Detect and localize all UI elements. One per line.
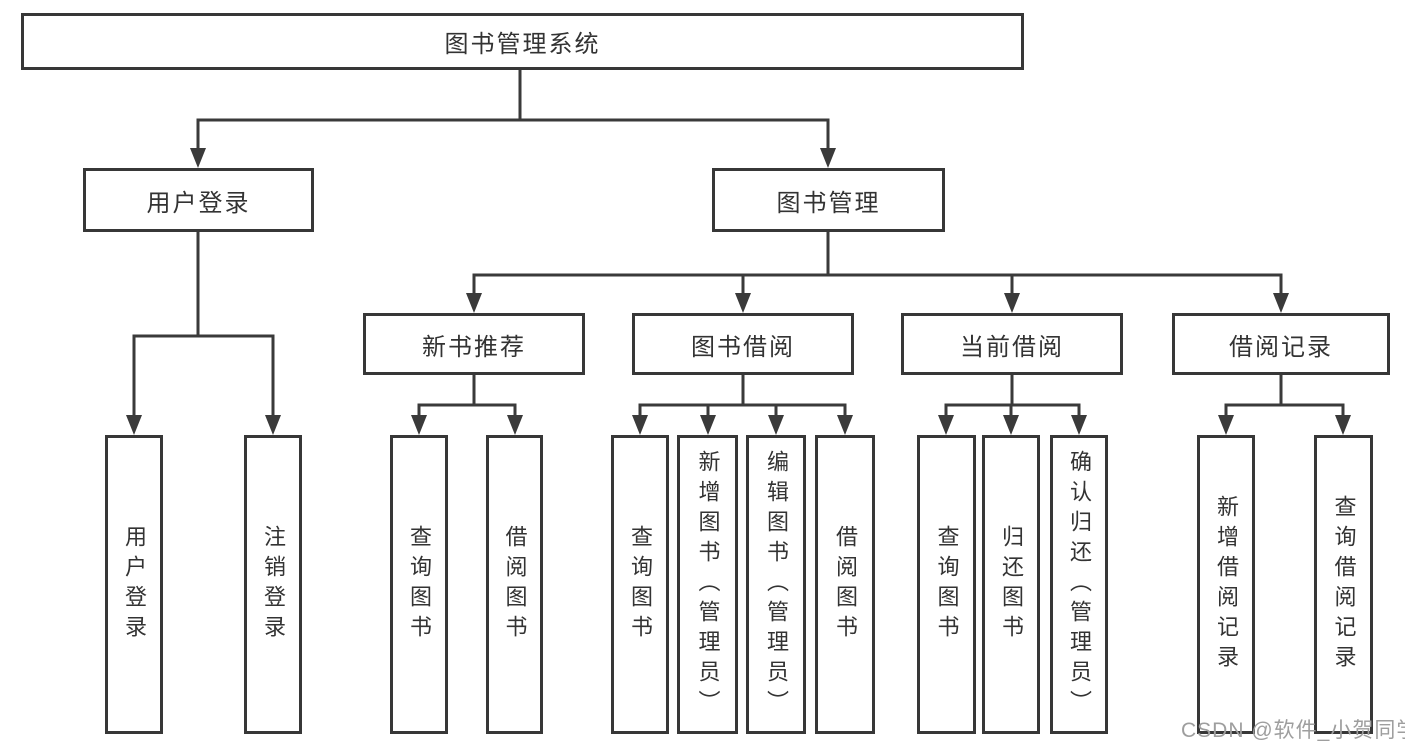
node-borrowing-records: 借阅记录 — [1172, 313, 1390, 375]
leaf-br-query-borrow-record: 查询借阅记录 — [1314, 435, 1373, 734]
arrowhead — [1273, 293, 1289, 313]
node-label: 借阅图书 — [833, 524, 858, 645]
arrowhead — [632, 415, 648, 435]
arrowhead — [1071, 415, 1087, 435]
node-label: 借阅记录 — [1229, 333, 1333, 361]
leaf-cb-query-books: 查询图书 — [917, 435, 976, 734]
arrowhead — [126, 415, 142, 435]
leaf-bb-borrow-books: 借阅图书 — [815, 435, 875, 734]
leaf-nb-query-books: 查询图书 — [390, 435, 448, 734]
node-library-system: 图书管理系统 — [21, 13, 1024, 70]
leaf-cb-return-books: 归还图书 — [982, 435, 1040, 734]
leaf-br-add-borrow-record: 新增借阅记录 — [1197, 435, 1255, 734]
node-user-login: 用户登录 — [83, 168, 314, 232]
arrowhead — [1004, 293, 1020, 313]
node-label: 查询图书 — [628, 524, 653, 645]
node-new-book-recommendation: 新书推荐 — [363, 313, 585, 375]
node-label: 新增借阅记录 — [1214, 494, 1239, 675]
node-label: 确认归还（管理员） — [1067, 449, 1092, 720]
node-label: 图书借阅 — [691, 333, 795, 361]
node-label: 用户登录 — [122, 524, 147, 645]
csdn-watermark: CSDN @软件_小贺同学 — [1181, 719, 1405, 742]
arrowhead — [190, 148, 206, 168]
leaf-bb-edit-books-admin: 编辑图书（管理员） — [746, 435, 806, 734]
connector-book-borrowing-children — [632, 375, 853, 435]
node-book-borrowing: 图书借阅 — [632, 313, 854, 375]
arrowhead — [265, 415, 281, 435]
node-label: 注销登录 — [261, 524, 286, 645]
arrowhead — [820, 148, 836, 168]
arrowhead — [768, 415, 784, 435]
connector-current-borrowing-children — [938, 375, 1087, 435]
node-label: 借阅图书 — [502, 524, 528, 645]
arrowhead — [466, 293, 482, 313]
arrowhead — [735, 293, 751, 313]
node-label: 新增图书（管理员） — [695, 449, 721, 720]
arrowhead — [1335, 415, 1351, 435]
connector-borrowing-records-children — [1218, 375, 1351, 435]
leaf-bb-query-books: 查询图书 — [611, 435, 669, 734]
node-label: 当前借阅 — [960, 333, 1064, 361]
connector-book-management-children — [466, 232, 1289, 313]
arrowhead — [837, 415, 853, 435]
leaf-user-login: 用户登录 — [105, 435, 163, 734]
leaf-bb-add-books-admin: 新增图书（管理员） — [677, 435, 738, 734]
connector-user-login-children — [126, 232, 281, 435]
arrowhead — [938, 415, 954, 435]
node-label: 用户登录 — [146, 189, 251, 217]
leaf-nb-borrow-books: 借阅图书 — [486, 435, 543, 734]
arrowhead — [411, 415, 427, 435]
arrowhead — [700, 415, 716, 435]
connector-new-book-recommendation-children — [411, 375, 523, 435]
arrowhead — [1003, 415, 1019, 435]
node-label: 图书管理 — [776, 189, 881, 217]
arrowhead — [507, 415, 523, 435]
leaf-logout-login: 注销登录 — [244, 435, 302, 734]
node-label: 图书管理系统 — [444, 31, 601, 58]
node-current-borrowing: 当前借阅 — [901, 313, 1123, 375]
connector-root-to-level2 — [190, 70, 836, 168]
arrowhead — [1218, 415, 1234, 435]
node-label: 查询图书 — [934, 524, 960, 645]
node-label: 查询借阅记录 — [1331, 494, 1357, 675]
node-label: 查询图书 — [407, 524, 432, 645]
node-label: 编辑图书（管理员） — [764, 449, 789, 720]
node-label: 归还图书 — [999, 524, 1024, 645]
node-book-management: 图书管理 — [712, 168, 945, 232]
leaf-cb-confirm-return-admin: 确认归还（管理员） — [1050, 435, 1108, 734]
node-label: 新书推荐 — [422, 333, 526, 361]
